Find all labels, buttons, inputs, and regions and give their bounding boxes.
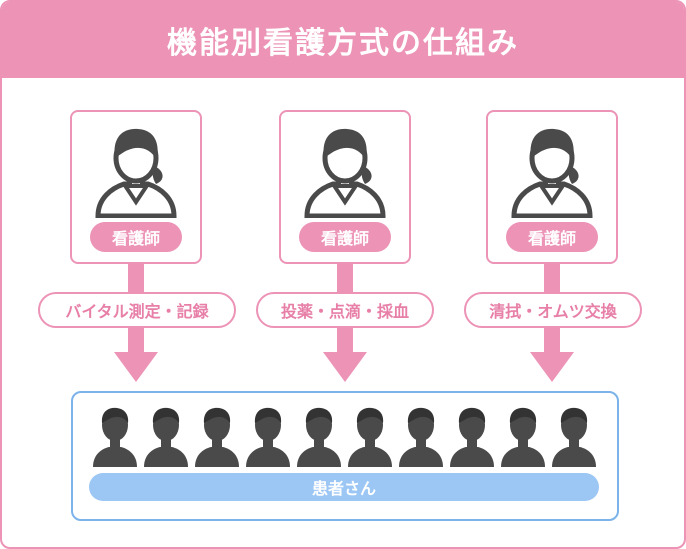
- patient-icon: [195, 407, 239, 467]
- patients-box: 患者さん: [71, 391, 619, 521]
- nurse-card-2: 看護師: [279, 110, 411, 264]
- nurse-role-label: 看護師: [90, 222, 182, 252]
- nurse-icon: [511, 128, 593, 218]
- diagram-title: 機能別看護方式の仕組み: [167, 26, 519, 61]
- patient-icon: [144, 407, 188, 467]
- task-label-medication: 投薬・点滴・採血: [256, 292, 434, 328]
- task-label-hygiene: 清拭・オムツ交換: [464, 292, 642, 328]
- nurse-card-1: 看護師: [70, 110, 202, 264]
- patient-icon: [552, 407, 596, 467]
- patients-row: [91, 405, 598, 467]
- nurse-icon: [304, 128, 386, 218]
- nurse-icon: [95, 128, 177, 218]
- patients-label: 患者さん: [89, 473, 599, 501]
- title-bar: 機能別看護方式の仕組み: [2, 2, 684, 78]
- patient-icon: [450, 407, 494, 467]
- patient-icon: [501, 407, 545, 467]
- nurse-role-label: 看護師: [299, 222, 391, 252]
- patient-icon: [297, 407, 341, 467]
- task-label-vitals: バイタル測定・記録: [38, 292, 236, 328]
- patient-icon: [399, 407, 443, 467]
- patient-icon: [246, 407, 290, 467]
- nurse-role-label: 看護師: [506, 222, 598, 252]
- patient-icon: [93, 407, 137, 467]
- nurse-card-3: 看護師: [486, 110, 618, 264]
- patient-icon: [348, 407, 392, 467]
